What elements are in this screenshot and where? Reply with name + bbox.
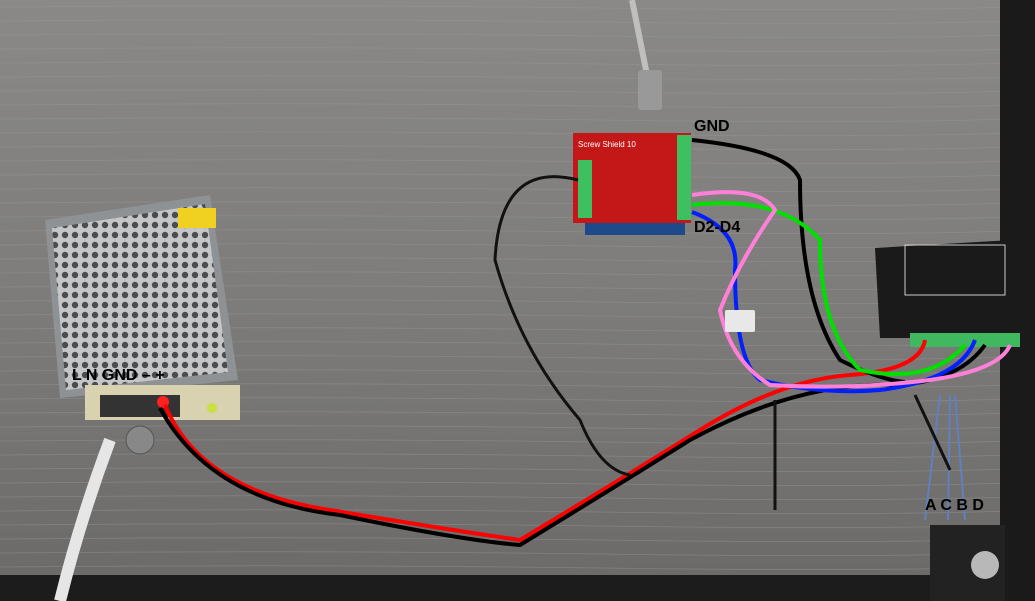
wire-pink	[691, 190, 1012, 389]
power-supply	[45, 195, 240, 420]
desk-edge	[0, 575, 1035, 601]
stepper-driver	[875, 240, 1020, 347]
wire-green	[691, 201, 967, 377]
arduino-screw-shield: Screw Shield 10	[573, 133, 691, 235]
shield-label: Screw Shield 10	[578, 140, 636, 149]
terminal-connector	[725, 310, 755, 332]
usb-plug	[638, 70, 662, 110]
pins-label: D2-D4	[694, 219, 741, 236]
stepper-motor	[930, 525, 1005, 601]
wire-black-loop	[493, 175, 631, 477]
wire-red	[163, 339, 927, 543]
psu-terminal-label: L N GND – +	[72, 367, 165, 384]
motor-coil-label: A C B D	[925, 497, 984, 514]
gnd-label: GND	[694, 118, 730, 135]
